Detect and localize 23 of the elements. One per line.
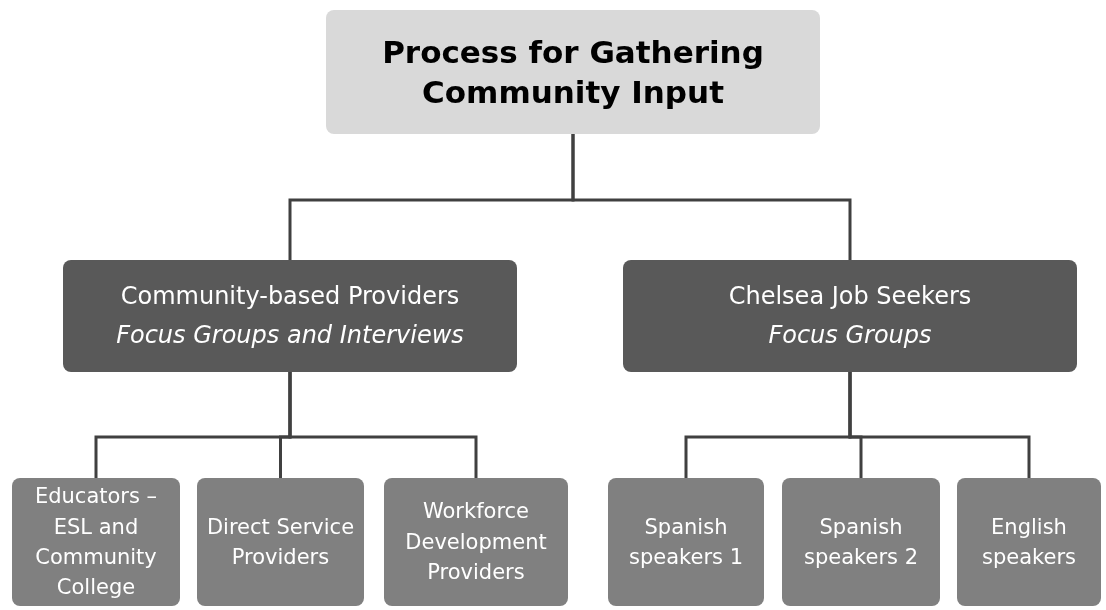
box-title: Direct Service Providers <box>205 513 356 571</box>
box-title: Process for Gathering Community Input <box>381 32 765 112</box>
box-title: English speakers <box>981 513 1077 571</box>
org-box <box>782 478 940 606</box>
box-subtitle: Focus Groups <box>768 320 932 351</box>
connector-line <box>848 372 1031 478</box>
org-box <box>12 478 180 606</box>
box-title: Educators – ESL and Community College <box>33 483 159 602</box>
org-box <box>384 478 568 606</box>
box-title: Spanish speakers 2 <box>803 513 919 571</box>
org-box <box>197 478 364 606</box>
org-box <box>63 260 517 372</box>
connector-line <box>288 372 478 478</box>
box-title: Chelsea Job Seekers <box>728 280 972 312</box>
box-title: Community-based Providers <box>120 280 460 312</box>
org-box <box>326 10 820 134</box>
box-title: Spanish speakers 1 <box>628 513 744 571</box>
org-box <box>608 478 764 606</box>
org-box <box>957 478 1101 606</box>
org-box <box>623 260 1077 372</box>
box-title: Workforce Development Providers <box>404 498 548 587</box>
connector-line <box>571 134 852 260</box>
box-subtitle: Focus Groups and Interviews <box>116 320 464 351</box>
